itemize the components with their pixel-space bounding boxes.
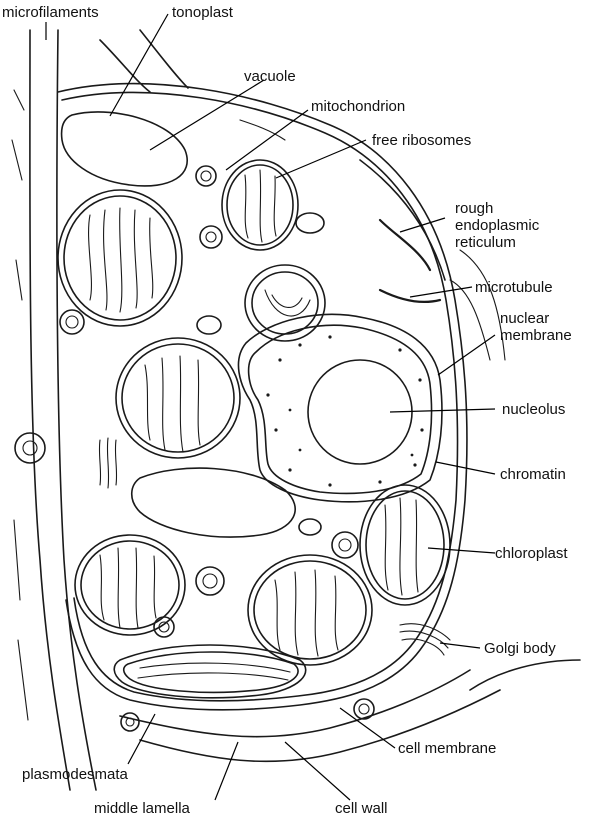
label-golgi-body: Golgi body <box>484 640 556 657</box>
label-microfilaments: microfilaments <box>2 4 99 21</box>
nucleus <box>238 314 441 501</box>
label-mitochondrion: mitochondrion <box>311 98 405 115</box>
label-plasmodesmata: plasmodesmata <box>22 766 128 783</box>
label-vacuole: vacuole <box>244 68 296 85</box>
left-cell-wall <box>12 30 96 790</box>
label-tonoplast: tonoplast <box>172 4 233 21</box>
label-free-ribosomes: free ribosomes <box>372 132 471 149</box>
label-microtubule: microtubule <box>475 279 553 296</box>
mitochondria <box>15 166 374 731</box>
label-nucleolus: nucleolus <box>502 401 565 418</box>
label-nuclear-membrane: nuclear membrane <box>500 310 572 344</box>
label-chloroplast: chloroplast <box>495 545 568 562</box>
label-rough-er: rough endoplasmic reticulum <box>455 200 539 251</box>
label-cell-membrane: cell membrane <box>398 740 496 757</box>
label-chromatin: chromatin <box>500 466 566 483</box>
chloroplasts <box>58 160 450 698</box>
label-middle-lamella: middle lamella <box>94 800 190 817</box>
label-cell-wall: cell wall <box>335 800 388 817</box>
